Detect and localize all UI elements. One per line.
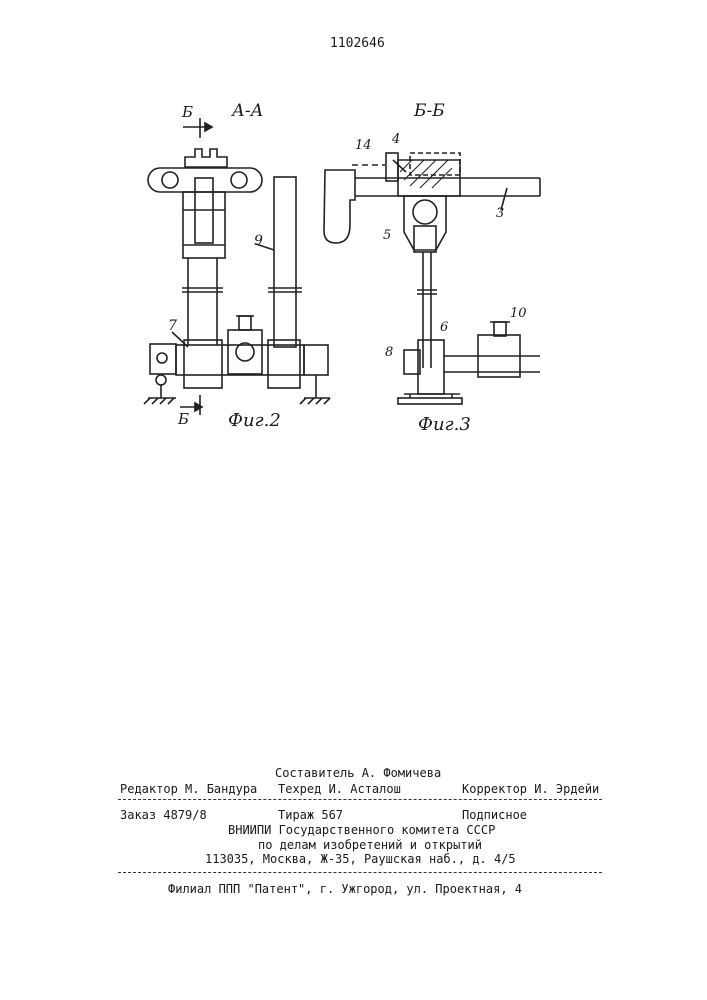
divider-line (118, 872, 602, 873)
part-label-7: 7 (168, 318, 177, 334)
colophon-compiler: Составитель А. Фомичева (275, 766, 441, 780)
colophon-org-line1: ВНИИПИ Государственного комитета СССР (228, 823, 495, 837)
part-label-5: 5 (383, 228, 391, 243)
figure-2-caption: Фиг.2 (228, 410, 281, 431)
part-label-14: 14 (355, 138, 372, 153)
colophon-org-line2: по делам изобретений и открытий (258, 838, 482, 852)
figure-3-drawing (324, 153, 540, 404)
colophon-editor: Редактор М. Бандура (120, 782, 257, 796)
colophon-address: 113035, Москва, Ж-35, Раушская наб., д. … (205, 852, 516, 866)
colophon-techred: Техред И. Асталош (278, 782, 401, 796)
colophon-order: Заказ 4879/8 (120, 808, 207, 822)
part-label-3: 3 (496, 206, 504, 221)
colophon-circulation: Тираж 567 (278, 808, 343, 822)
part-label-8: 8 (385, 345, 393, 360)
colophon-subscription: Подписное (462, 808, 527, 822)
technical-drawing (0, 0, 707, 460)
figure-3-caption: Фиг.3 (418, 414, 471, 435)
part-label-10: 10 (510, 306, 527, 321)
part-label-4: 4 (392, 132, 400, 147)
section-title-a-a: А-А (232, 101, 264, 121)
cut-marker-bottom: Б (178, 410, 189, 428)
cut-marker-top: Б (182, 103, 193, 121)
colophon-corrector: Корректор И. Эрдейи (462, 782, 599, 796)
part-label-9: 9 (254, 233, 263, 249)
colophon-branch: Филиал ППП "Патент", г. Ужгород, ул. Про… (168, 882, 522, 896)
divider-line (118, 799, 602, 800)
section-title-b-b: Б-Б (414, 101, 445, 121)
figure-2-drawing (144, 118, 330, 415)
part-label-6: 6 (440, 320, 448, 335)
